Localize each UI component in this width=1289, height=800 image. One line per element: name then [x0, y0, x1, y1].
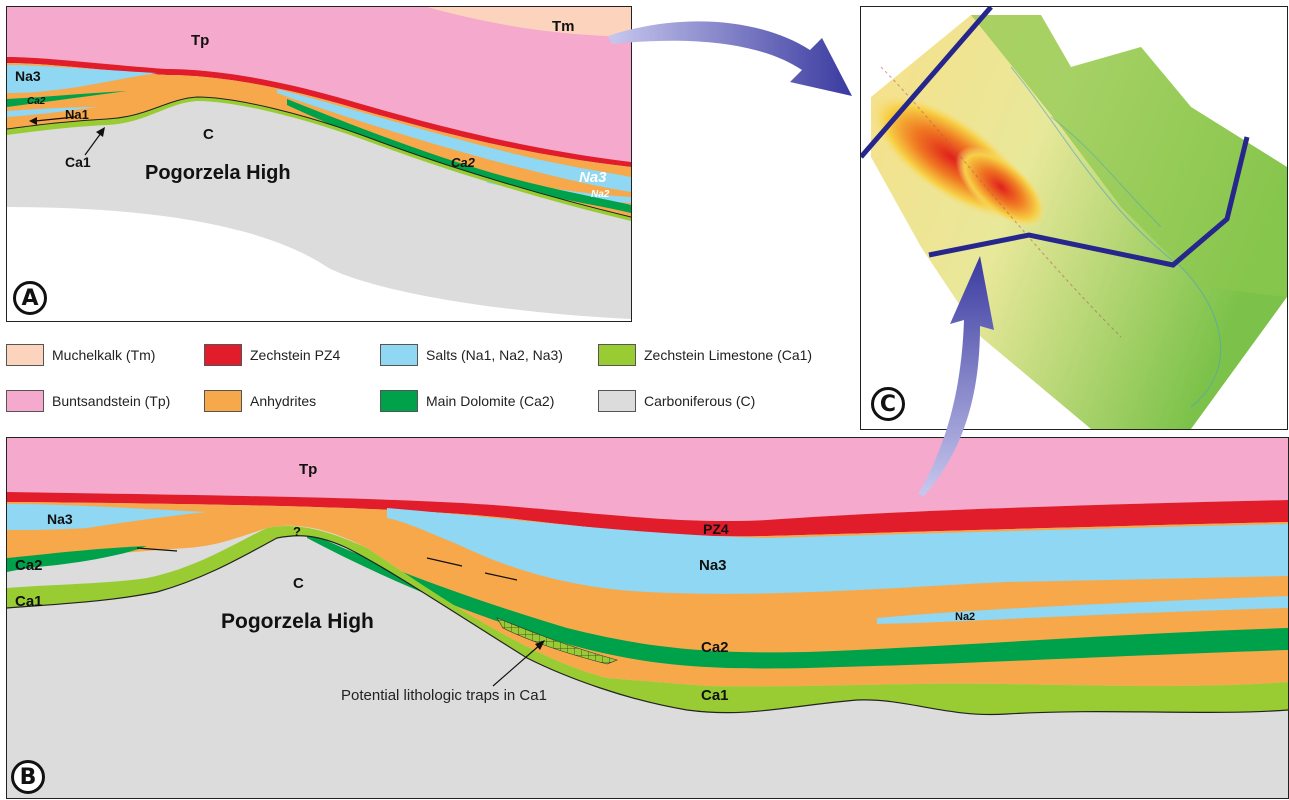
panel-c-badge: C	[871, 387, 905, 421]
legend-swatch	[598, 344, 636, 366]
a-label-ca2-right: Ca2	[451, 155, 476, 170]
panel-b-badge: B	[11, 760, 45, 794]
legend-item-muschelkalk: Muchelkalk (Tm)	[6, 344, 155, 366]
a-label-pogorzela-high: Pogorzela High	[145, 162, 291, 184]
a-salt-na3-left	[7, 65, 157, 93]
a-muschelkalk	[427, 7, 631, 37]
panel-b-section-svg: Tp PZ4 Na3 Na3 ? Ca2 Ca1 C Pogorzela Hig…	[7, 438, 1288, 798]
a-label-tm: Tm	[552, 18, 575, 35]
b-label-tp: Tp	[299, 461, 317, 478]
a-na1-arrow	[34, 116, 76, 122]
b-label-question: ?	[293, 524, 301, 539]
a-label-ca2-left: Ca2	[27, 96, 46, 107]
legend-label: Carboniferous (C)	[644, 393, 756, 409]
legend-item-anhydrites: Anhydrites	[204, 390, 316, 412]
panel-c-map: C	[860, 6, 1288, 430]
c-section-line-a	[861, 7, 993, 159]
legend-item-limestone: Zechstein Limestone (Ca1)	[598, 344, 812, 366]
b-label-na3-center: Na3	[699, 557, 727, 574]
b-ca1	[7, 526, 1288, 715]
legend-label: Anhydrites	[250, 393, 317, 409]
legend-item-main-dolomite: Main Dolomite (Ca2)	[380, 390, 554, 412]
b-ca2-left	[7, 546, 147, 572]
a-label-na2-right: Na2	[591, 189, 610, 200]
legend-item-salts: Salts (Na1, Na2, Na3)	[380, 344, 563, 366]
b-label-na3-left: Na3	[47, 511, 73, 527]
a-ca1	[7, 97, 631, 221]
b-lithologic-trap	[496, 617, 618, 665]
b-label-c: C	[293, 575, 304, 592]
a-label-na1: Na1	[65, 107, 89, 122]
legend-item-buntsandstein: Buntsandstein (Tp)	[6, 390, 170, 412]
b-ca2-right	[307, 532, 1288, 669]
panel-a-cross-section: Tp Tm Na3 Ca2 Na1 Ca1 C Pogorzela High C…	[6, 6, 632, 322]
a-zechstein-pz4	[7, 57, 631, 167]
b-salt-na3-main	[387, 508, 1288, 594]
b-label-ca1-left: Ca1	[15, 593, 43, 610]
panel-a-section-svg: Tp Tm Na3 Ca2 Na1 Ca1 C Pogorzela High C…	[7, 7, 631, 321]
a-label-na3-left: Na3	[15, 68, 41, 84]
a-ca2-left	[7, 91, 127, 107]
legend-swatch	[204, 344, 242, 366]
b-label-pogorzela-high: Pogorzela High	[221, 610, 374, 633]
a-label-c: C	[203, 126, 214, 143]
panel-c-map-svg	[861, 7, 1287, 429]
a-carboniferous-lower	[7, 207, 631, 319]
panel-a-badge: A	[13, 281, 47, 315]
legend-swatch	[380, 390, 418, 412]
b-label-ca2-left: Ca2	[15, 557, 43, 574]
a-buntsandstein	[7, 7, 631, 162]
b-salt-na2	[877, 596, 1288, 624]
legend-label: Buntsandstein (Tp)	[52, 393, 171, 409]
legend-swatch	[6, 344, 44, 366]
b-label-ca1-right: Ca1	[701, 687, 729, 704]
legend-swatch	[6, 390, 44, 412]
a-salt-na3-right	[277, 89, 631, 192]
legend-label: Salts (Na1, Na2, Na3)	[426, 347, 563, 363]
b-label-na2: Na2	[955, 611, 975, 623]
b-zechstein-pz4	[7, 492, 1288, 537]
legend-item-pz4: Zechstein PZ4	[204, 344, 340, 366]
legend-swatch	[204, 390, 242, 412]
panel-b-cross-section: Tp PZ4 Na3 Na3 ? Ca2 Ca1 C Pogorzela Hig…	[6, 437, 1289, 799]
a-label-na3-right: Na3	[579, 169, 607, 186]
c-section-line-b	[928, 136, 1250, 268]
legend-swatch	[598, 390, 636, 412]
a-ca1-arrow	[84, 132, 102, 156]
b-label-traps: Potential lithologic traps in Ca1	[341, 687, 547, 704]
legend-label: Main Dolomite (Ca2)	[426, 393, 555, 409]
b-label-pz4: PZ4	[703, 521, 729, 537]
b-label-ca2-right: Ca2	[701, 639, 729, 656]
a-label-ca1: Ca1	[65, 154, 91, 170]
legend-label: Zechstein PZ4	[250, 347, 341, 363]
legend-swatch	[380, 344, 418, 366]
a-salt-na1	[7, 107, 97, 117]
legend-label: Zechstein Limestone (Ca1)	[644, 347, 813, 363]
a-label-tp: Tp	[191, 32, 209, 49]
b-salt-na3-left	[7, 504, 207, 530]
a-ca2-right	[287, 99, 631, 213]
a-anhydrite	[7, 63, 631, 217]
b-trap-arrow	[492, 643, 542, 687]
legend: Muchelkalk (Tm) Zechstein PZ4 Salts (Na1…	[6, 340, 856, 420]
legend-label: Muchelkalk (Tm)	[52, 347, 156, 363]
arrow-a-to-c	[608, 21, 852, 97]
legend-item-carboniferous: Carboniferous (C)	[598, 390, 755, 412]
